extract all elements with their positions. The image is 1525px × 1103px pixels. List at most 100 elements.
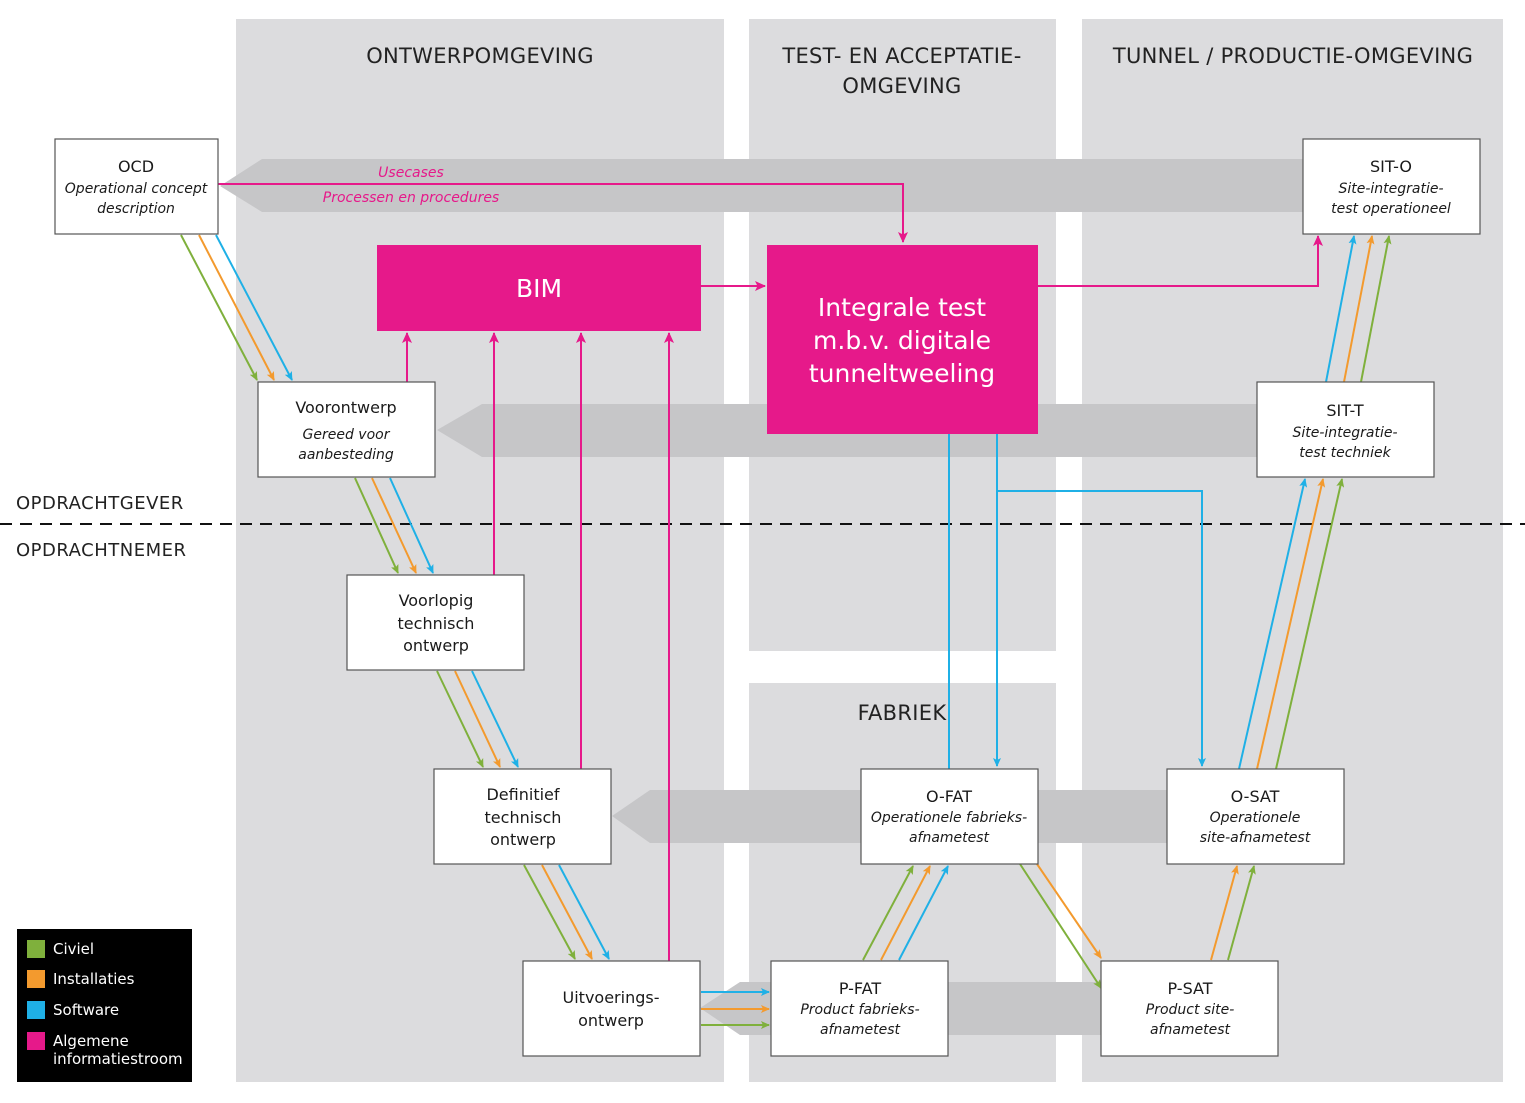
box-vto-line-2: technisch [398,614,475,633]
legend-label-installaties: Installaties [53,970,135,988]
legend-swatch-installaties [27,970,45,988]
box-sit-o-sub-1: Site-integratie- [1338,181,1443,197]
flow-software-ocd-voorontwerp [215,234,293,381]
box-p-fat-sub-2: afnametest [820,1022,901,1038]
flow-label-processen: Processen en procedures [323,190,499,206]
box-dto-line-3: ontwerp [490,830,556,849]
flow-software-vto-dto [471,670,519,768]
flow-installaties-vto-dto [454,670,501,768]
box-o-sat-title: O-SAT [1231,787,1280,806]
flow-integrale-to-sito [1038,235,1323,287]
box-o-fat-title: O-FAT [926,787,972,806]
flow-label-usecases: Usecases [378,165,444,181]
zone-title-test-1: TEST- EN ACCEPTATIE- [781,44,1021,68]
box-uo-line-2: ontwerp [578,1011,644,1030]
box-o-fat[interactable]: O-FAT Operationele fabrieks- afnametest [860,768,1039,865]
box-dto-line-2: technisch [485,808,562,827]
legend-label-civiel: Civiel [53,940,94,958]
flow-software-sitt-sito [1325,235,1357,383]
box-voorontwerp-sub-2: aanbesteding [298,447,394,463]
box-ocd-sub-1: Operational concept [65,181,208,197]
flow-installaties-pfat-ofat [880,865,931,961]
box-sit-o[interactable]: SIT-O Site-integratie- test operationeel [1302,138,1481,235]
flow-civiel-vto-dto [436,670,484,768]
box-vto-line-3: ontwerp [403,636,469,655]
zone-title-fabriek: FABRIEK [858,701,948,725]
flow-integrale-to-osat [997,490,1206,767]
box-ocd[interactable]: OCD Operational concept description [54,138,219,235]
box-voorontwerp[interactable]: Voorontwerp Gereed voor aanbesteding [257,381,436,478]
box-o-fat-sub-2: afnametest [909,830,990,846]
flows-pink [218,183,1323,962]
legend-label-algemeen-1: Algemene [53,1032,129,1050]
box-sit-t-title: SIT-T [1326,401,1363,420]
box-o-sat[interactable]: O-SAT Operationele site-afnametest [1166,768,1345,865]
box-p-fat[interactable]: P-FAT Product fabrieks- afnametest [770,960,949,1057]
legend-swatch-civiel [27,940,45,958]
integrale-title-3: tunneltweeling [809,359,995,388]
box-p-sat-sub-2: afnametest [1150,1022,1231,1038]
box-p-fat-title: P-FAT [839,979,882,998]
flow-civiel-pfat-ofat [862,865,914,961]
flow-civiel-ocd-voorontwerp [180,234,258,381]
box-sit-t[interactable]: SIT-T Site-integratie- test techniek [1256,381,1435,478]
flow-installaties-psat-osat [1210,865,1239,961]
box-uitvoeringsontwerp[interactable]: Uitvoerings- ontwerp [522,960,701,1057]
legend-label-software: Software [53,1001,119,1019]
box-sit-t-sub-2: test techniek [1299,445,1391,461]
zone-title-test-2: OMGEVING [842,74,961,98]
box-p-sat[interactable]: P-SAT Product site- afnametest [1100,960,1279,1057]
box-voorlopig-technisch-ontwerp[interactable]: Voorlopig technisch ontwerp [346,574,525,671]
flows-integrale-software [948,434,1206,769]
role-label-opdrachtgever: OPDRACHTGEVER [16,493,184,514]
band-top [220,159,1305,212]
legend-label-algemeen-2: informatiestroom [53,1050,183,1068]
discipline-flows [180,234,1392,1029]
box-uo-line-1: Uitvoerings- [563,988,660,1007]
box-p-sat-sub-1: Product site- [1146,1002,1235,1018]
bim-box[interactable] [377,245,701,331]
flow-software-osat-sitt [1238,478,1308,770]
box-p-fat-sub-1: Product fabrieks- [800,1002,919,1018]
box-p-sat-title: P-SAT [1168,979,1213,998]
flow-software-voorontwerp-vto [389,477,434,574]
flow-installaties-ofat-psat [1036,863,1102,959]
box-o-sat-sub-2: site-afnametest [1200,830,1311,846]
box-dto-line-1: Definitief [486,785,559,804]
box-o-fat-sub-1: Operationele fabrieks- [871,810,1027,826]
integrale-title-1: Integrale test [818,293,986,322]
flow-civiel-osat-sitt [1275,478,1345,770]
flow-civiel-sitt-sito [1360,235,1392,383]
legend-swatch-software [27,1001,45,1019]
bim-title: BIM [516,274,562,303]
integrale-test-box[interactable] [767,245,1038,434]
zone-title-tunnel: TUNNEL / PRODUCTIE-OMGEVING [1112,44,1473,68]
box-vto-line-1: Voorlopig [399,591,474,610]
legend: Civiel Installaties Software Algemene in… [17,929,192,1082]
flow-software-dto-uo [558,864,610,960]
flow-installaties-osat-sitt [1256,478,1326,770]
flow-civiel-psat-osat [1227,865,1256,961]
box-definitief-technisch-ontwerp[interactable]: Definitief technisch ontwerp [433,768,612,865]
box-sit-t-sub-1: Site-integratie- [1292,425,1397,441]
box-sit-o-title: SIT-O [1370,157,1412,176]
box-sit-o-sub-2: test operationeel [1331,201,1451,217]
flow-installaties-ocd-voorontwerp [198,234,275,381]
role-label-opdrachtnemer: OPDRACHTNEMER [16,540,187,561]
integrale-title-2: m.b.v. digitale [813,326,991,355]
legend-swatch-algemeen [27,1032,45,1050]
flow-installaties-sitt-sito [1343,235,1375,383]
box-o-sat-sub-1: Operationele [1210,810,1301,826]
flow-installaties-dto-uo [541,864,593,960]
box-ocd-sub-2: description [97,201,175,217]
flow-installaties-voorontwerp-vto [371,477,417,574]
flow-civiel-voorontwerp-vto [354,477,399,574]
box-voorontwerp-title: Voorontwerp [295,398,396,417]
flow-civiel-dto-uo [523,864,576,960]
zone-title-ontwerp: ONTWERPOMGEVING [366,44,594,68]
flow-ocd-to-integrale [218,183,908,243]
box-voorontwerp-sub-1: Gereed voor [303,427,391,443]
box-ocd-title: OCD [118,157,154,176]
flow-civiel-ofat-psat [1019,863,1102,989]
